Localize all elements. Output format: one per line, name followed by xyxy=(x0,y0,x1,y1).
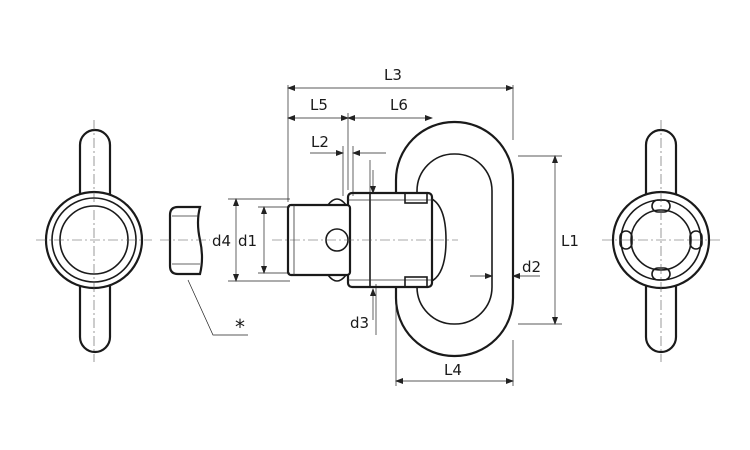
dimensions: L3 L5 L6 L2 L1 d2 L4 d4 d1 xyxy=(212,66,579,386)
ring-collar xyxy=(429,197,447,283)
note-asterisk: * xyxy=(235,315,245,339)
right-end-view xyxy=(602,120,720,362)
label-L3: L3 xyxy=(384,66,402,84)
label-L5: L5 xyxy=(310,96,328,114)
label-d4: d4 xyxy=(212,232,231,250)
label-d3: d3 xyxy=(350,314,369,332)
lock-ball-top xyxy=(327,198,347,206)
housing-ring-tab-bottom xyxy=(404,276,428,288)
label-d1: d1 xyxy=(238,232,257,250)
housing-ring-tab-top xyxy=(404,192,428,204)
label-L6: L6 xyxy=(390,96,408,114)
left-end-view xyxy=(36,120,152,362)
label-L1: L1 xyxy=(561,232,579,250)
cap-body xyxy=(168,205,204,276)
cap-leader-line xyxy=(187,279,248,336)
label-L4: L4 xyxy=(444,361,462,379)
label-L2: L2 xyxy=(311,133,329,151)
cap-part xyxy=(160,205,248,336)
lock-ball-bottom xyxy=(327,274,347,282)
side-view xyxy=(272,120,515,358)
label-d2: d2 xyxy=(522,258,541,276)
